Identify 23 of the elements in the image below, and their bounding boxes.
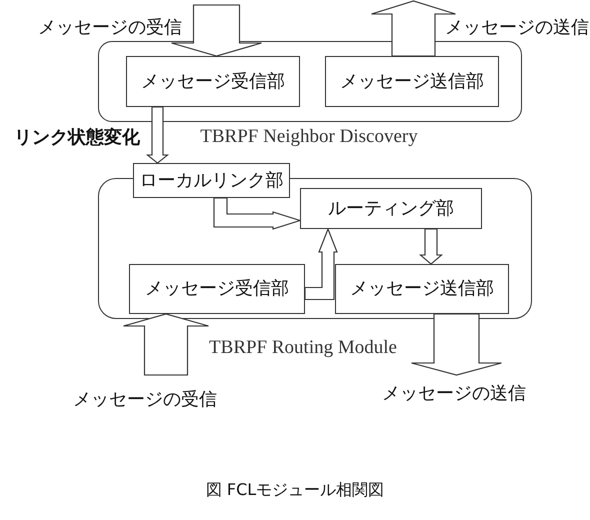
block-arrow [304, 228, 338, 300]
block-arrow [122, 313, 210, 376]
block-arrow [146, 106, 170, 164]
box-label: メッセージ送信部 [340, 70, 484, 92]
block-arrow [170, 4, 262, 57]
box-label: メッセージ受信部 [141, 70, 285, 92]
block-arrow [410, 313, 502, 376]
component-box [335, 264, 509, 314]
block-arrow [213, 197, 302, 230]
component-box [300, 188, 482, 229]
component-box [129, 264, 305, 314]
figure-caption: 図 FCLモジュール相関図 [206, 480, 384, 499]
component-box [126, 56, 300, 107]
box-label: ローカルリンク部 [140, 170, 284, 192]
box-label: メッセージ送信部 [350, 278, 494, 300]
block-arrow [419, 228, 443, 265]
module-title: TBRPF Neighbor Discovery [198, 126, 420, 148]
box-label: ルーティング部 [328, 198, 454, 220]
component-box [325, 56, 499, 107]
module-title: TBRPF Routing Module [207, 337, 399, 359]
block-arrow [370, 0, 456, 57]
box-label: メッセージ受信部 [145, 278, 289, 300]
component-box [133, 163, 290, 198]
